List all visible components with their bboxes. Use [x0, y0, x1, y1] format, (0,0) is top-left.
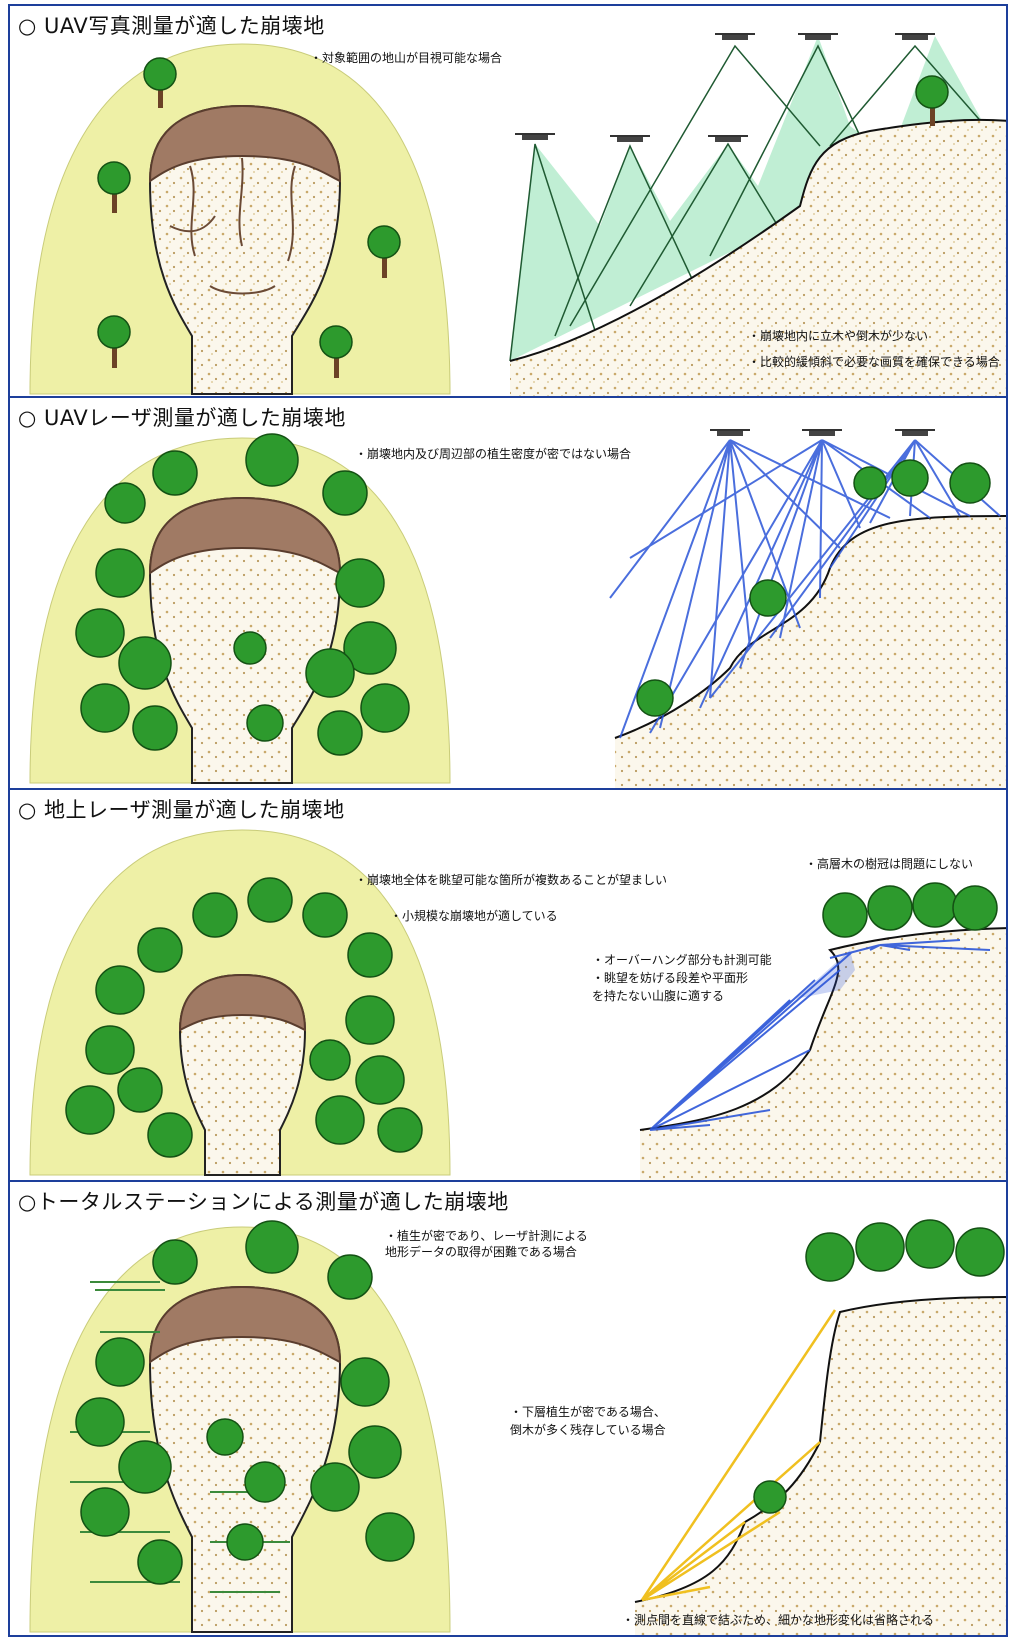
uav-laser-illustration	[29, 429, 1006, 788]
note-multiple-viewpoints: ・崩壊地全体を眺望可能な箇所が複数あることが望ましい	[355, 873, 668, 887]
panel-title: ○ UAV写真測量が適した崩壊地	[18, 14, 325, 38]
note-gentle-slope: ・比較的緩傾斜で必要な画質を確保できる場合	[748, 355, 1000, 369]
note-few-trees: ・崩壊地内に立木や倒木が少ない	[748, 329, 929, 343]
drone-icon	[895, 33, 935, 40]
drone-icon	[798, 33, 838, 40]
hill-landslide-figure	[29, 433, 451, 784]
total-station-illustration	[29, 1219, 1006, 1635]
uav-laser-cross-section	[609, 429, 1006, 788]
uav-photo-illustration	[29, 33, 1006, 396]
drone-icon	[515, 133, 555, 140]
hill-landslide-figure	[29, 829, 451, 1176]
drone-icon	[895, 429, 935, 436]
total-station-cross-section	[634, 1219, 1006, 1635]
tree-icon	[367, 225, 401, 278]
drone-icon	[802, 429, 842, 436]
note-understory: ・下層植生が密である場合、	[510, 1405, 666, 1419]
note-fallen-trees: 倒木が多く残存している場合	[510, 1423, 666, 1437]
drone-icon	[610, 135, 650, 142]
panel-title: ○ 地上レーザ測量が適した崩壊地	[18, 798, 345, 822]
ground-laser-cross-section	[639, 882, 1006, 1180]
note-tall-canopy: ・高層木の樹冠は問題にしない	[805, 857, 974, 871]
panel-total-station: ○トータルステーションによる測量が適した崩壊地	[8, 1182, 1008, 1637]
note-straight-lines: ・測点間を直線で結ぶため、細かな地形変化は省略される	[622, 1613, 935, 1627]
tree-icon	[97, 315, 131, 368]
panel-title: ○トータルステーションによる測量が適した崩壊地	[18, 1190, 509, 1214]
note-slope-form-2: を持たない山腹に適する	[592, 989, 725, 1003]
panel-title: ○ UAVレーザ測量が適した崩壊地	[18, 406, 346, 430]
drone-icon	[715, 33, 755, 40]
note-visible-ground: ・対象範囲の地山が目視可能な場合	[310, 51, 503, 65]
hill-landslide-figure	[29, 1220, 451, 1633]
panel-uav-laser: ○ UAVレーザ測量が適した崩壊地	[8, 398, 1008, 790]
note-small-scale: ・小規模な崩壊地が適している	[390, 909, 558, 923]
drone-icon	[710, 429, 750, 436]
tree-icon	[97, 161, 131, 213]
drone-icon	[708, 135, 748, 142]
ground-laser-illustration	[29, 829, 1006, 1180]
note-dense-vegetation: ・植生が密であり、レーザ計測による	[385, 1229, 588, 1243]
hill-landslide-figure	[29, 43, 451, 395]
tree-icon	[319, 325, 353, 378]
tree-icon	[915, 75, 949, 126]
note-low-vegetation: ・崩壊地内及び周辺部の植生密度が密ではない場合	[355, 447, 632, 461]
tree-icon	[143, 57, 177, 108]
panel-ground-laser: ○ 地上レーザ測量が適した崩壊地	[8, 790, 1008, 1182]
note-slope-form: ・眺望を妨げる段差や平面形	[592, 971, 749, 985]
note-overhang: ・オーバーハング部分も計測可能	[592, 953, 772, 967]
panel-uav-photo: ○ UAV写真測量が適した崩壊地	[8, 4, 1008, 398]
uav-photo-cross-section	[509, 33, 1006, 396]
note-dense-vegetation-2: 地形データの取得が困難である場合	[385, 1245, 577, 1259]
